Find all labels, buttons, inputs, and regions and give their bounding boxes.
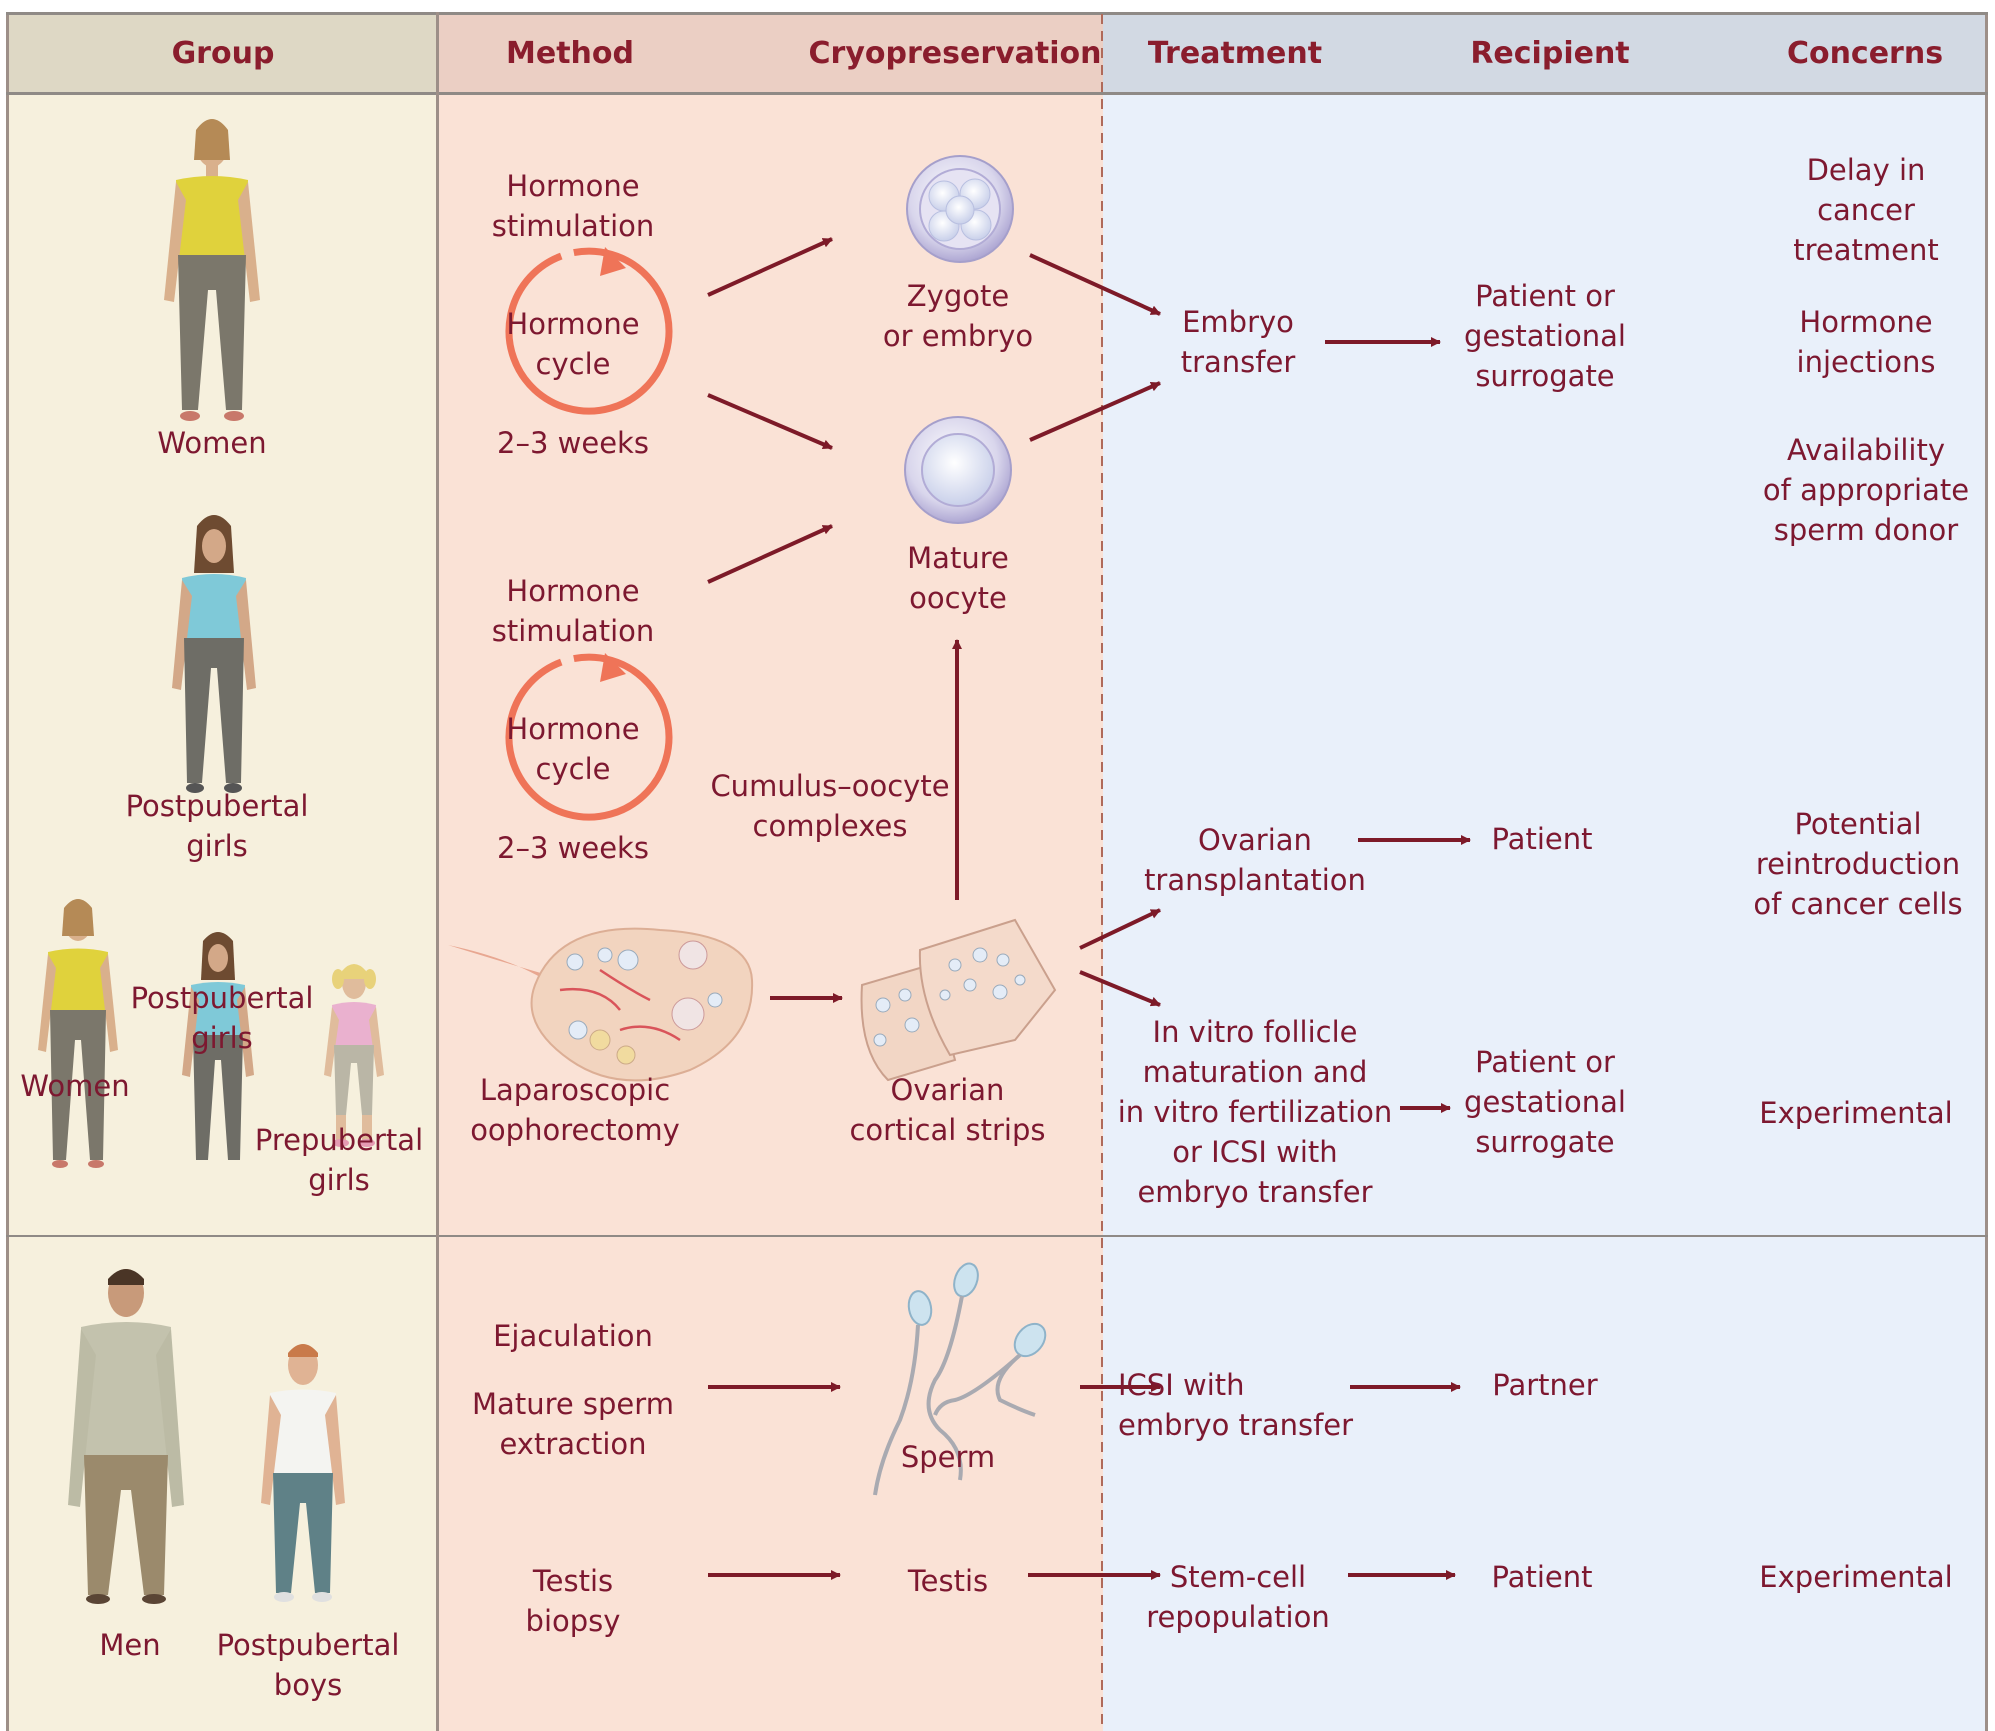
hormone-cycle-2-arrowhead xyxy=(600,653,626,682)
treatment-header-bg xyxy=(1103,14,1987,93)
treatment-icsi-embryo-transfer: ICSI with embryo transfer xyxy=(1118,1368,1354,1442)
header-method: Method xyxy=(506,36,634,71)
method-weeks-2: 2–3 weeks xyxy=(497,831,649,865)
method-laparoscopic-oophorectomy: Laparoscopic oophorectomy xyxy=(470,1073,680,1147)
header-treatment: Treatment xyxy=(1147,36,1323,71)
arrows xyxy=(707,237,1471,1580)
arrow-hormone1-to-oocyte xyxy=(707,393,833,450)
arrow-oocyte-to-embryo-transfer xyxy=(1029,381,1161,442)
concern-sperm-donor: Availability of appropriate sperm donor xyxy=(1762,433,1970,547)
treatment-column-bg xyxy=(1103,14,1987,1731)
recipient-patient-or-surrogate-1: Patient or gestational surrogate xyxy=(1464,279,1626,393)
method-weeks-1: 2–3 weeks xyxy=(497,426,649,460)
arrow-hormone2-to-oocyte xyxy=(707,524,833,584)
group-label-postpubertal-girls: Postpubertal girls xyxy=(125,789,309,863)
header-concerns: Concerns xyxy=(1786,36,1944,71)
ovarian-strips-image xyxy=(860,918,1057,1082)
recipient-partner: Partner xyxy=(1492,1368,1598,1402)
recipient-patient-male: Patient xyxy=(1491,1560,1593,1594)
method-column-bg xyxy=(438,14,1103,1731)
cryo-ovarian-cortical-strips: Ovarian cortical strips xyxy=(849,1073,1046,1147)
method-hormone-cycle-1: Hormone cycle xyxy=(506,307,640,381)
man-figure xyxy=(68,1269,184,1604)
border-right xyxy=(1985,12,1988,1731)
border-left xyxy=(6,12,9,1731)
header-cryopreservation: Cryopreservation xyxy=(808,36,1102,71)
postpubertal-girl-figure-bottom xyxy=(182,932,254,1160)
group-label-women-top: Women xyxy=(157,426,267,460)
header-divider xyxy=(6,92,1988,95)
method-header-bg xyxy=(438,14,1103,93)
group-label-postpubertal-girls-bottom: Postpubertal girls xyxy=(130,981,314,1055)
method-testis-biopsy: Testis biopsy xyxy=(525,1564,621,1638)
cryo-zygote-embryo: Zygote or embryo xyxy=(882,279,1034,353)
treatment-ovarian-transplantation: Ovarian transplantation xyxy=(1144,823,1366,897)
arrow-zygote-to-embryo-transfer xyxy=(1029,253,1161,316)
hormone-cycle-2-ring xyxy=(505,653,673,821)
concern-reintroduction: Potential reintroduction of cancer cells xyxy=(1753,807,1963,921)
group-label-women-bottom: Women xyxy=(20,1069,130,1103)
arrow-strips-to-ovarian-transplant xyxy=(1079,908,1161,950)
mature-oocyte-image xyxy=(904,416,1012,524)
concern-delay-in-treatment: Delay in cancer treatment xyxy=(1793,153,1939,267)
hormone-cycle-1-arrowhead xyxy=(600,247,626,276)
cryo-testis: Testis xyxy=(907,1564,989,1598)
border-top xyxy=(6,12,1988,15)
zygote-embryo-image xyxy=(906,155,1014,263)
cryo-cumulus-oocyte-complexes: Cumulus–oocyte complexes xyxy=(710,769,950,843)
group-label-men: Men xyxy=(99,1628,161,1662)
method-hormone-stimulation-1: Hormone stimulation xyxy=(491,169,655,243)
woman-figure-top xyxy=(164,119,260,421)
header-group: Group xyxy=(171,36,275,71)
postpubertal-girl-figure-top xyxy=(172,515,256,793)
ovary-image xyxy=(448,927,754,1082)
concern-experimental-male: Experimental xyxy=(1759,1560,1953,1594)
method-hormone-stimulation-2: Hormone stimulation xyxy=(491,574,655,648)
woman-figure-bottom xyxy=(38,899,118,1168)
prepubertal-girl-figure xyxy=(324,964,384,1147)
header-recipient: Recipient xyxy=(1470,36,1630,71)
group-method-divider xyxy=(436,12,439,1731)
method-ejaculation: Ejaculation xyxy=(493,1319,653,1353)
arrow-hormone1-to-zygote xyxy=(707,237,833,297)
treatment-embryo-transfer: Embryo transfer xyxy=(1180,305,1296,379)
method-mature-sperm-extraction: Mature sperm extraction xyxy=(472,1387,674,1461)
recipient-patient-or-surrogate-2: Patient or gestational surrogate xyxy=(1464,1045,1626,1159)
group-label-postpubertal-boys: Postpubertal boys xyxy=(216,1628,400,1702)
treatment-stem-cell-repopulation: Stem-cell repopulation xyxy=(1146,1560,1330,1634)
sperm-image xyxy=(873,1262,1047,1496)
group-header-bg xyxy=(8,14,438,93)
treatment-ivf: In vitro follicle maturation and in vitr… xyxy=(1117,1015,1393,1209)
cryo-sperm: Sperm xyxy=(900,1440,996,1474)
method-hormone-cycle-2: Hormone cycle xyxy=(506,712,640,786)
recipient-patient: Patient xyxy=(1491,822,1593,856)
cryo-mature-oocyte: Mature oocyte xyxy=(907,541,1009,615)
concern-experimental-female: Experimental xyxy=(1759,1096,1953,1130)
arrow-strips-to-ivf xyxy=(1079,970,1161,1007)
group-label-prepubertal-girls: Prepubertal girls xyxy=(254,1123,424,1197)
boy-figure xyxy=(261,1344,345,1602)
section-divider xyxy=(6,1235,1988,1237)
hormone-cycle-1-ring xyxy=(505,247,673,415)
concern-hormone-injections: Hormone injections xyxy=(1796,305,1936,379)
